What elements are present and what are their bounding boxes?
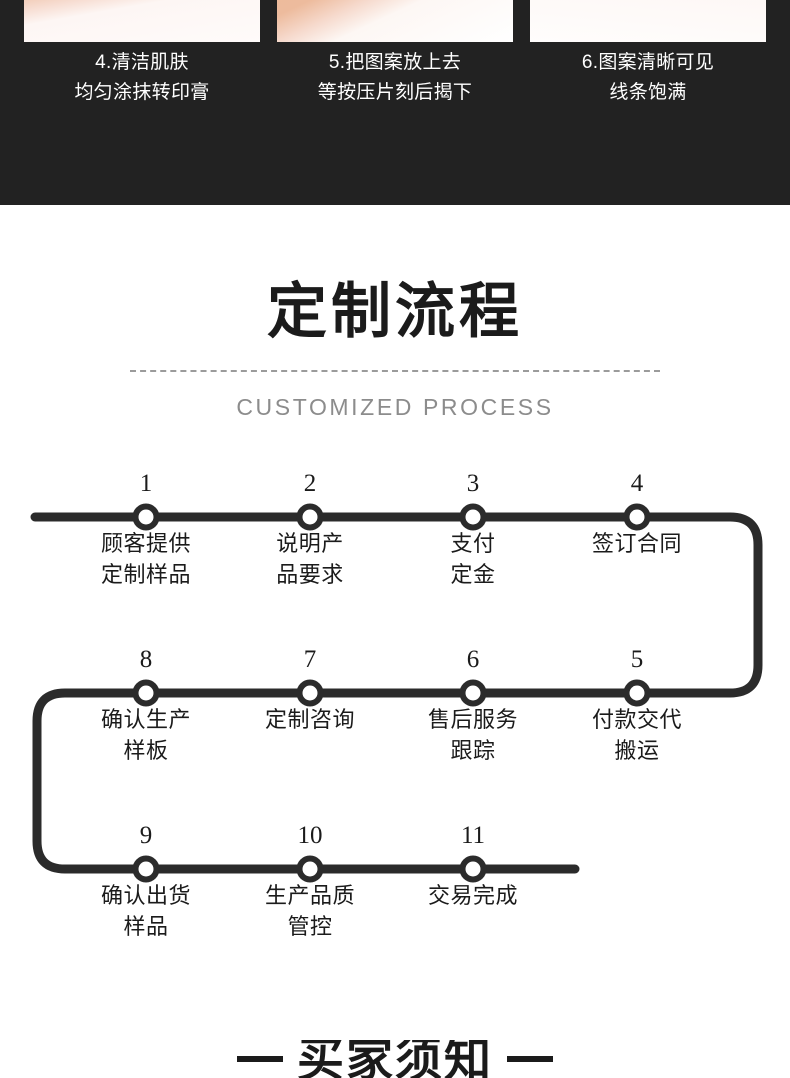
flow-step-11-number: 11	[460, 822, 486, 849]
flow-step-3-label: 支付 定金	[398, 528, 548, 590]
steps-gallery-section: 4.清洁肌肤 均匀涂抹转印膏 5.把图案放上去 等按压片刻后揭下 6.图案清晰可…	[0, 0, 790, 205]
flow-step-11-line-1: 交易完成	[427, 883, 518, 908]
flow-step-3-number: 3	[466, 470, 480, 497]
flow-node-8	[132, 679, 160, 707]
page-subtitle: CUSTOMIZED PROCESS	[236, 394, 554, 420]
gallery-image-2	[277, 0, 513, 42]
flow-node-10	[296, 855, 324, 883]
divider-wrapper	[0, 370, 790, 372]
flow-step-3-line-1: 支付	[450, 531, 496, 556]
flow-step-5-label: 付款交代 搬运	[562, 704, 712, 766]
gallery-caption-1: 4.清洁肌肤 均匀涂抹转印膏	[24, 48, 260, 108]
flow-step-9-label: 确认出货 样品	[71, 880, 221, 942]
flow-step-2-label: 说明产 品要求	[235, 528, 385, 590]
gallery-caption-row: 4.清洁肌肤 均匀涂抹转印膏 5.把图案放上去 等按压片刻后揭下 6.图案清晰可…	[0, 48, 790, 108]
flow-step-1-line-2: 定制样品	[100, 562, 191, 587]
gallery-image-3	[530, 0, 766, 42]
gallery-caption-2: 5.把图案放上去 等按压片刻后揭下	[277, 48, 513, 108]
caption-2-line-2: 等按压片刻后揭下	[317, 82, 473, 103]
flow-node-1	[132, 503, 160, 531]
caption-3-line-1: 6.图案清晰可见	[581, 52, 715, 73]
flow-step-1-number: 1	[139, 470, 153, 497]
gallery-caption-3: 6.图案清晰可见 线条饱满	[530, 48, 766, 108]
gallery-image-1	[24, 0, 260, 42]
process-title-block: 定制流程 CUSTOMIZED PROCESS	[0, 205, 790, 421]
flow-step-4-number: 4	[630, 470, 644, 497]
flow-step-10-line-1: 生产品质	[264, 883, 355, 908]
process-flowchart: 1 顾客提供 定制样品 2 说明产 品要求 3 支付 定金 4 签订合同 8 确…	[0, 455, 790, 975]
caption-2-line-1: 5.把图案放上去	[328, 52, 462, 73]
page-title: 定制流程	[267, 278, 523, 345]
flow-step-5-line-2: 搬运	[614, 738, 660, 763]
flow-node-9	[132, 855, 160, 883]
flow-step-8-line-2: 样板	[123, 738, 169, 763]
flow-node-7	[296, 679, 324, 707]
flow-step-6-label: 售后服务 跟踪	[398, 704, 548, 766]
dashed-divider	[130, 370, 660, 372]
result-pattern-photo	[530, 0, 766, 42]
caption-1-line-1: 4.清洁肌肤	[95, 52, 189, 73]
flow-node-3	[459, 503, 487, 531]
flow-node-2	[296, 503, 324, 531]
flowchart-path-svg	[30, 503, 763, 883]
flow-step-8-number: 8	[139, 646, 153, 673]
flow-step-7-label: 定制咨询	[235, 704, 385, 735]
flow-step-9-line-1: 确认出货	[100, 883, 191, 908]
flow-step-5-line-1: 付款交代	[591, 707, 682, 732]
buyer-notice-dash-left	[237, 1056, 283, 1062]
flow-step-1-label: 顾客提供 定制样品	[71, 528, 221, 590]
flow-step-8-line-1: 确认生产	[100, 707, 191, 732]
flow-step-7-line-1: 定制咨询	[264, 707, 355, 732]
caption-3-line-2: 线条饱满	[609, 82, 687, 103]
flow-connector-line	[30, 512, 763, 874]
flow-step-2-number: 2	[303, 470, 317, 497]
flow-step-4-label: 签订合同	[562, 528, 712, 559]
apply-stencil-photo	[277, 0, 513, 42]
buyer-notice-title-block: 买家须知	[0, 1040, 790, 1078]
flow-node-5	[623, 679, 651, 707]
buyer-notice-dash-right	[507, 1056, 553, 1062]
gallery-image-row	[0, 0, 790, 42]
flow-step-7-number: 7	[303, 646, 317, 673]
flow-step-2-line-2: 品要求	[276, 562, 344, 587]
flow-node-6	[459, 679, 487, 707]
flow-node-11	[459, 855, 487, 883]
caption-1-line-2: 均匀涂抹转印膏	[74, 82, 210, 103]
flow-step-2-line-1: 说明产	[276, 531, 344, 556]
flow-step-3-line-2: 定金	[450, 562, 496, 587]
flow-step-11-label: 交易完成	[398, 880, 548, 911]
flow-step-9-number: 9	[139, 822, 153, 849]
flow-step-10-line-2: 管控	[287, 914, 333, 939]
flow-step-6-line-1: 售后服务	[427, 707, 518, 732]
flow-step-5-number: 5	[630, 646, 644, 673]
flow-step-10-label: 生产品质 管控	[235, 880, 385, 942]
flow-step-4-line-1: 签订合同	[591, 531, 682, 556]
flow-node-4	[623, 503, 651, 531]
clean-skin-photo	[24, 0, 260, 42]
flow-step-8-label: 确认生产 样板	[71, 704, 221, 766]
flow-step-9-line-2: 样品	[123, 914, 169, 939]
buyer-notice-title: 买家须知	[297, 1040, 493, 1078]
flow-step-6-line-2: 跟踪	[450, 738, 496, 763]
flow-step-10-number: 10	[297, 822, 323, 849]
flow-step-1-line-1: 顾客提供	[100, 531, 191, 556]
flow-step-6-number: 6	[466, 646, 480, 673]
